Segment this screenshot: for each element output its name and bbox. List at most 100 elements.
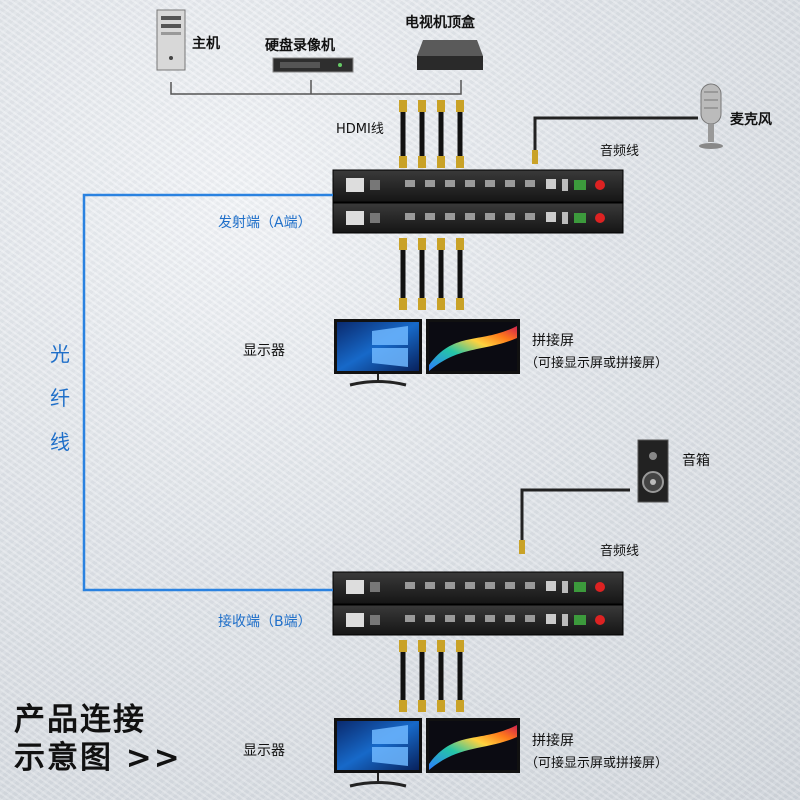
hdmi-connector [437,298,445,310]
hdmi-connector [399,640,407,652]
receiver-unit [332,571,624,636]
port [425,180,435,187]
terminal-block [574,582,586,592]
hdmi-connector [399,238,407,250]
caption-line-2: 示意图 >> [14,740,182,776]
port [425,213,435,220]
fiber-line [82,193,333,592]
monitor-top [334,319,422,387]
terminal-block [574,615,586,625]
splice-top-note: （可接显示屏或拼接屏） [525,356,669,371]
hdmi-connector [418,156,426,168]
port [525,180,535,187]
port [485,582,495,589]
port [465,213,475,220]
port [405,213,415,220]
hdmi-cable-label: HDMI线 [336,122,384,137]
port [485,180,495,187]
usb-port [562,614,568,626]
hdmi-connector [418,238,426,250]
hdmi-connector [399,298,407,310]
splice-screen-bottom [426,718,520,773]
hdmi-connector [437,700,445,712]
port [505,582,515,589]
fiber-label-char-1: 光 [50,342,70,366]
port [445,582,455,589]
power-switch [370,213,380,223]
hdmi-connector [456,700,464,712]
transmitter-unit [332,169,624,234]
power-socket [346,211,364,225]
dvr-icon [272,57,354,73]
power-socket [346,613,364,627]
port [465,615,475,622]
hdmi-connector [399,100,407,112]
port [525,582,535,589]
hdmi-connector [456,640,464,652]
hdmi-connector [418,700,426,712]
fiber-port [595,180,605,190]
port [485,615,495,622]
fiber-port [595,213,605,223]
terminal-block [574,180,586,190]
hdmi-connector [456,298,464,310]
fiber-port [595,615,605,625]
port [465,180,475,187]
ethernet-port [546,212,556,222]
fiber-label-char-2: 纤 [50,386,70,410]
port [425,582,435,589]
host-label: 主机 [192,36,220,52]
port [445,615,455,622]
caption-line-1: 产品连接 [14,702,146,738]
hdmi-connector [437,640,445,652]
hdmi-cables-receiver-out [399,640,464,712]
hdmi-connector [437,238,445,250]
power-socket [346,178,364,192]
hdmi-connector [456,156,464,168]
speaker-audio-cable [520,488,630,546]
port [405,582,415,589]
usb-port [562,179,568,191]
monitor-top-label: 显示器 [243,343,285,359]
splice-bottom-note: （可接显示屏或拼接屏） [525,756,669,771]
hdmi-connector [437,156,445,168]
audio-cable-bottom-label: 音频线 [600,544,640,559]
port [525,213,535,220]
splice-bottom-label: 拼接屏 [532,733,574,749]
port [405,180,415,187]
receiver-label: 接收端（B端） [218,614,312,630]
port [445,213,455,220]
port [505,180,515,187]
port [525,615,535,622]
hdmi-cables-transmitter-out [399,238,464,310]
port [505,213,515,220]
monitor-bottom-label: 显示器 [243,743,285,759]
hdmi-connector [418,298,426,310]
dvr-label: 硬盘录像机 [265,38,335,54]
hdmi-connector [418,640,426,652]
fiber-label-char-3: 线 [50,430,70,454]
hdmi-connector [456,100,464,112]
speaker-label: 音箱 [682,453,710,469]
microphone-icon [699,83,723,149]
port [485,213,495,220]
tv-box-icon [417,40,483,70]
splice-top-label: 拼接屏 [532,333,574,349]
port [505,615,515,622]
transmitter-label: 发射端（A端） [218,215,312,231]
host-pc-icon [156,9,186,71]
terminal-block [574,213,586,223]
audio-cable-top-label: 音频线 [600,144,640,159]
usb-port [562,212,568,224]
monitor-bottom [334,718,422,788]
hdmi-cables-top [399,100,464,168]
power-switch [370,582,380,592]
ethernet-port [546,581,556,591]
hdmi-connector [399,156,407,168]
usb-port [562,581,568,593]
power-switch [370,180,380,190]
ethernet-port [546,614,556,624]
port [445,180,455,187]
